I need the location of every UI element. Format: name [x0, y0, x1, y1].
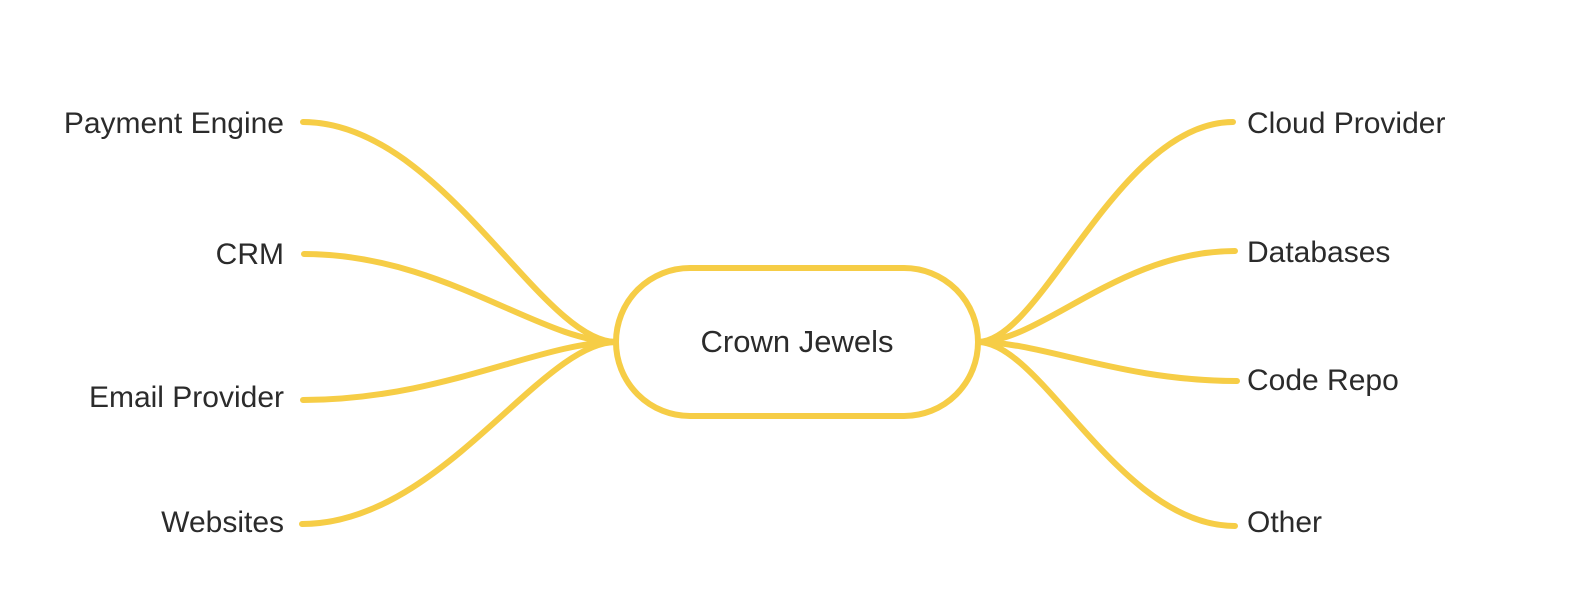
branch-curve-crm	[301, 251, 619, 345]
branch-curve-cloud-provider	[975, 119, 1236, 345]
center-node-crown-jewels[interactable]: Crown Jewels	[613, 265, 981, 419]
node-email-provider[interactable]: Email Provider	[88, 381, 284, 414]
branch-curve-databases	[975, 248, 1238, 345]
node-other[interactable]: Other	[1247, 506, 1323, 539]
branch-curve-payment-engine	[300, 119, 619, 345]
branch-curve-code-repo	[975, 339, 1240, 384]
node-databases[interactable]: Databases	[1247, 236, 1391, 269]
branch-curve-other	[975, 339, 1238, 529]
branch-curve-websites	[299, 339, 619, 527]
center-node-label: Crown Jewels	[700, 324, 894, 359]
node-websites[interactable]: Websites	[161, 506, 284, 539]
node-code-repo[interactable]: Code Repo	[1247, 364, 1399, 397]
node-crm[interactable]: CRM	[215, 238, 284, 271]
node-payment-engine[interactable]: Payment Engine	[63, 107, 284, 140]
branch-curve-email-provider	[300, 339, 619, 403]
node-cloud-provider[interactable]: Cloud Provider	[1247, 107, 1446, 140]
